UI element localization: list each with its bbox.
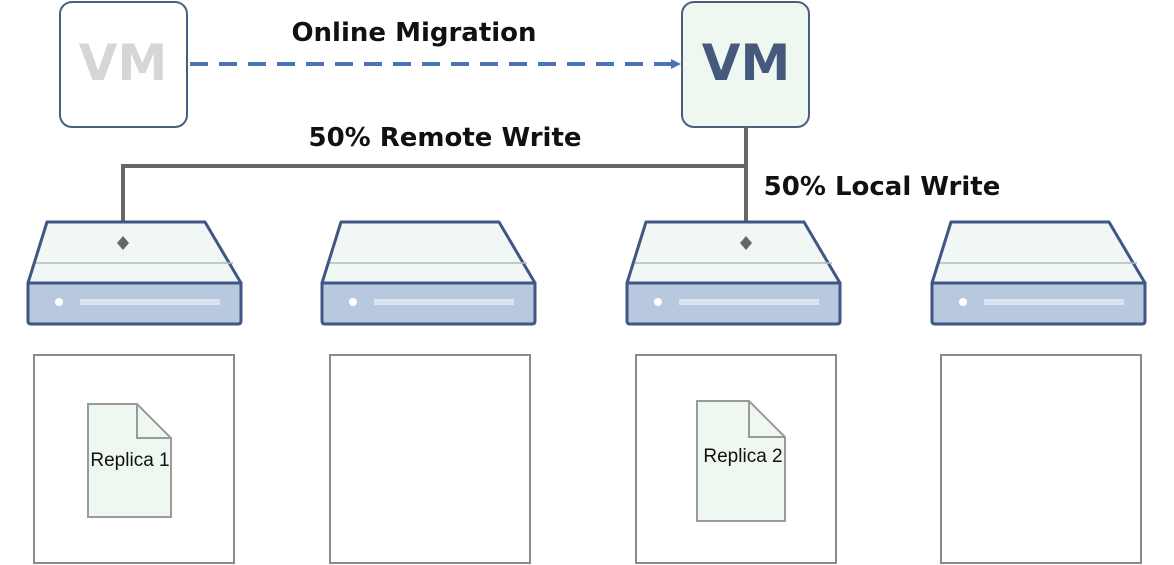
replica-1-document: Replica 1 bbox=[87, 403, 172, 518]
server-4 bbox=[930, 220, 1147, 326]
server-1 bbox=[26, 220, 243, 326]
target-vm-box: VM bbox=[681, 1, 810, 128]
server-2 bbox=[320, 220, 537, 326]
replica-1-label: Replica 1 bbox=[90, 450, 169, 471]
remote-write-endpoint bbox=[117, 236, 129, 250]
local-write-label: 50% Local Write bbox=[764, 172, 1001, 202]
remote-write-label: 50% Remote Write bbox=[308, 123, 581, 153]
source-vm-box: VM bbox=[59, 1, 188, 128]
migration-label: Online Migration bbox=[291, 18, 536, 48]
replica-2-document: Replica 2 bbox=[696, 400, 786, 522]
source-vm-label: VM bbox=[79, 34, 167, 92]
disk-2 bbox=[329, 354, 531, 564]
target-vm-label: VM bbox=[702, 34, 790, 92]
server-3 bbox=[625, 220, 842, 326]
local-write-endpoint bbox=[740, 236, 752, 250]
replica-2-label: Replica 2 bbox=[703, 446, 782, 467]
disk-4 bbox=[940, 354, 1142, 564]
